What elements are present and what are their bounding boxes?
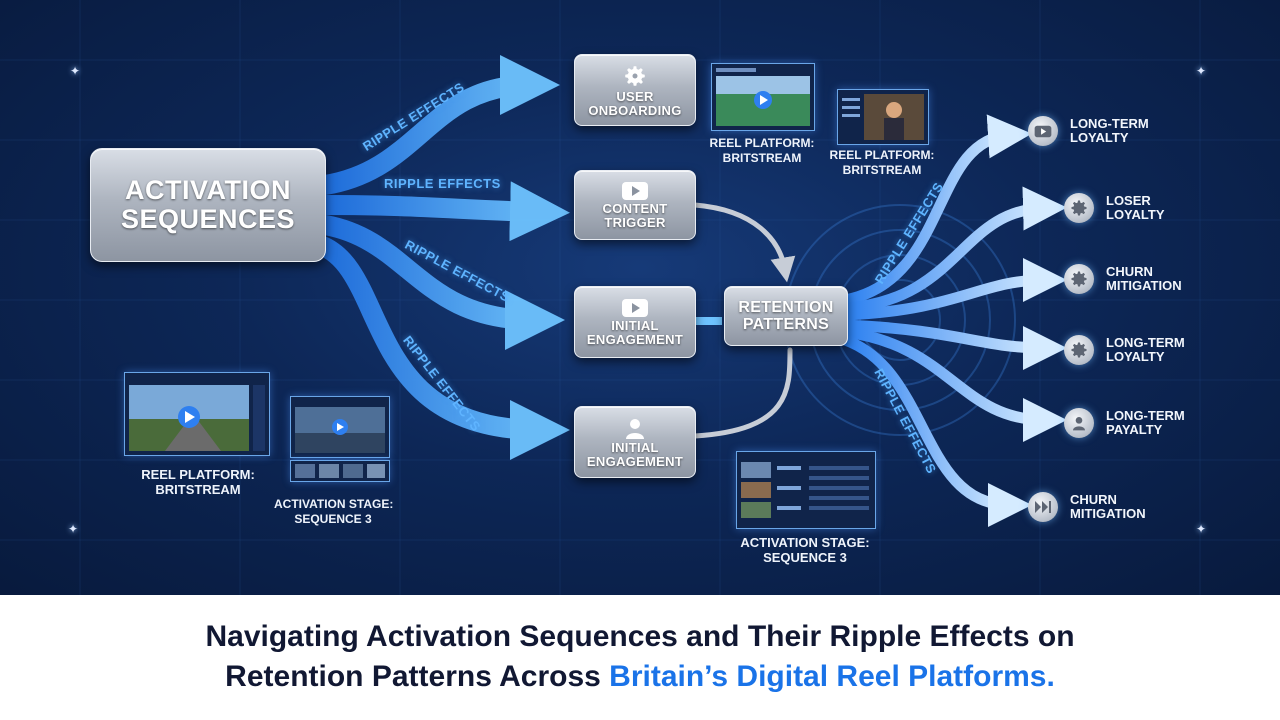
- flow-to-onboarding: [315, 55, 560, 195]
- play-icon: [1034, 125, 1052, 137]
- caption-line-2: Retention Patterns Across Britain’s Digi…: [0, 657, 1280, 697]
- flow-out-2: [839, 186, 1067, 314]
- outcome-label: PAYALTY: [1106, 422, 1163, 437]
- flow-engagement-to-hub: [692, 347, 793, 439]
- outcome-label: CHURN: [1106, 264, 1153, 279]
- flow-to-engagement-1: [315, 215, 565, 350]
- platform-screen-thumbnail: [711, 63, 815, 131]
- outcome-label: LOSER: [1106, 193, 1151, 208]
- user-icon: [626, 418, 644, 439]
- outcome-icon-circle: [1064, 264, 1094, 294]
- play-icon: [622, 298, 648, 317]
- engagement-2-label-2: ENGAGEMENT: [586, 453, 684, 469]
- outcome-label: LONG-TERM: [1106, 335, 1185, 350]
- outcome-icon-circle: [1028, 492, 1058, 522]
- skip-forward-icon: [1035, 501, 1051, 513]
- content-trigger-label-2: TRIGGER: [604, 214, 666, 230]
- initial-engagement-node-1: INITIAL ENGAGEMENT: [574, 286, 696, 358]
- user-icon: [1073, 417, 1085, 431]
- retention-patterns-node: RETENTION PATTERNS: [724, 286, 848, 346]
- flow-arrows: [310, 55, 1067, 527]
- engagement-1-label-1: INITIAL: [611, 317, 659, 333]
- initial-engagement-node-2: INITIAL ENGAGEMENT: [574, 406, 696, 478]
- outcome-label: LOYALTY: [1070, 130, 1129, 145]
- play-icon: [622, 181, 648, 200]
- caption-panel: Navigating Activation Sequences and Thei…: [0, 595, 1280, 720]
- outcome-label: CHURN: [1070, 492, 1117, 507]
- retention-label-1: RETENTION: [738, 299, 834, 316]
- sparkle-icon: ✦: [1196, 522, 1207, 536]
- screen-caption: REEL PLATFORM:BRITSTREAM: [709, 136, 815, 165]
- gear-icon: [1071, 200, 1087, 216]
- retention-label-2: PATTERNS: [742, 316, 830, 333]
- flow-out-1: [839, 114, 1032, 306]
- diagram-canvas: ✦ ✦ ✦ ✦ ACTIVATION SEQUENCES USER ONBOAR…: [0, 0, 1280, 595]
- sparkle-icon: ✦: [1196, 64, 1207, 78]
- activation-sequences-node: ACTIVATION SEQUENCES: [90, 148, 326, 262]
- platform-screen-thumbnail: [736, 451, 876, 529]
- screen-caption: REEL PLATFORM:BRITSTREAM: [141, 467, 255, 497]
- platform-screen-thumbnail: [837, 89, 929, 145]
- platform-screen-thumbnail: [124, 372, 270, 456]
- outcome-icon-circle: [1064, 408, 1094, 438]
- user-onboarding-node: USER ONBOARDING: [574, 54, 696, 126]
- caption-line-1: Navigating Activation Sequences and Thei…: [205, 620, 1075, 653]
- flow-out-4: [839, 319, 1067, 370]
- outcome-icon-circle: [1064, 335, 1094, 365]
- onboarding-label-1: USER: [616, 88, 654, 104]
- screen-caption: REEL PLATFORM:BRITSTREAM: [829, 148, 935, 177]
- outcome-label: LONG-TERM: [1070, 116, 1149, 131]
- outcome-label: LONG-TERM: [1106, 408, 1185, 423]
- gear-icon: [625, 65, 645, 86]
- outcome-label: LOYALTY: [1106, 349, 1165, 364]
- flow-to-content-trigger: [315, 181, 570, 242]
- gear-icon: [1071, 342, 1087, 358]
- ripple-effects-label: RIPPLE EFFECTS: [384, 176, 501, 191]
- engagement-2-label-1: INITIAL: [611, 439, 659, 455]
- platform-screen-thumbnail: [290, 396, 390, 458]
- content-trigger-node: CONTENT TRIGGER: [574, 170, 696, 240]
- outcome-icon-circle: [1064, 193, 1094, 223]
- outcome-label: MITIGATION: [1070, 506, 1146, 521]
- caption-line-2-text: Retention Patterns Across: [225, 660, 610, 693]
- flow-trigger-to-hub: [692, 202, 796, 283]
- screen-caption: ACTIVATION STAGE:SEQUENCE 3: [274, 497, 394, 526]
- flow-out-3: [839, 258, 1067, 321]
- outcome-label: LOYALTY: [1106, 207, 1165, 222]
- caption-highlight: Britain’s Digital Reel Platforms.: [609, 660, 1055, 693]
- content-trigger-label-1: CONTENT: [602, 200, 668, 216]
- activation-label-1: ACTIVATION: [125, 175, 291, 205]
- flow-to-engagement-2: [310, 235, 570, 460]
- sparkle-icon: ✦: [68, 522, 79, 536]
- gear-icon: [1071, 271, 1087, 287]
- flow-out-5: [839, 326, 1067, 442]
- onboarding-label-2: ONBOARDING: [588, 102, 682, 118]
- engagement-1-label-2: ENGAGEMENT: [586, 331, 684, 347]
- outcome-label: MITIGATION: [1106, 278, 1182, 293]
- outcome-icon-circle: [1028, 116, 1058, 146]
- sparkle-icon: ✦: [70, 64, 81, 78]
- activation-label-2: SEQUENCES: [120, 204, 296, 234]
- flow-out-6: [839, 334, 1032, 527]
- screen-caption: ACTIVATION STAGE:SEQUENCE 3: [740, 535, 870, 565]
- platform-screen-thumbnail: [290, 460, 390, 482]
